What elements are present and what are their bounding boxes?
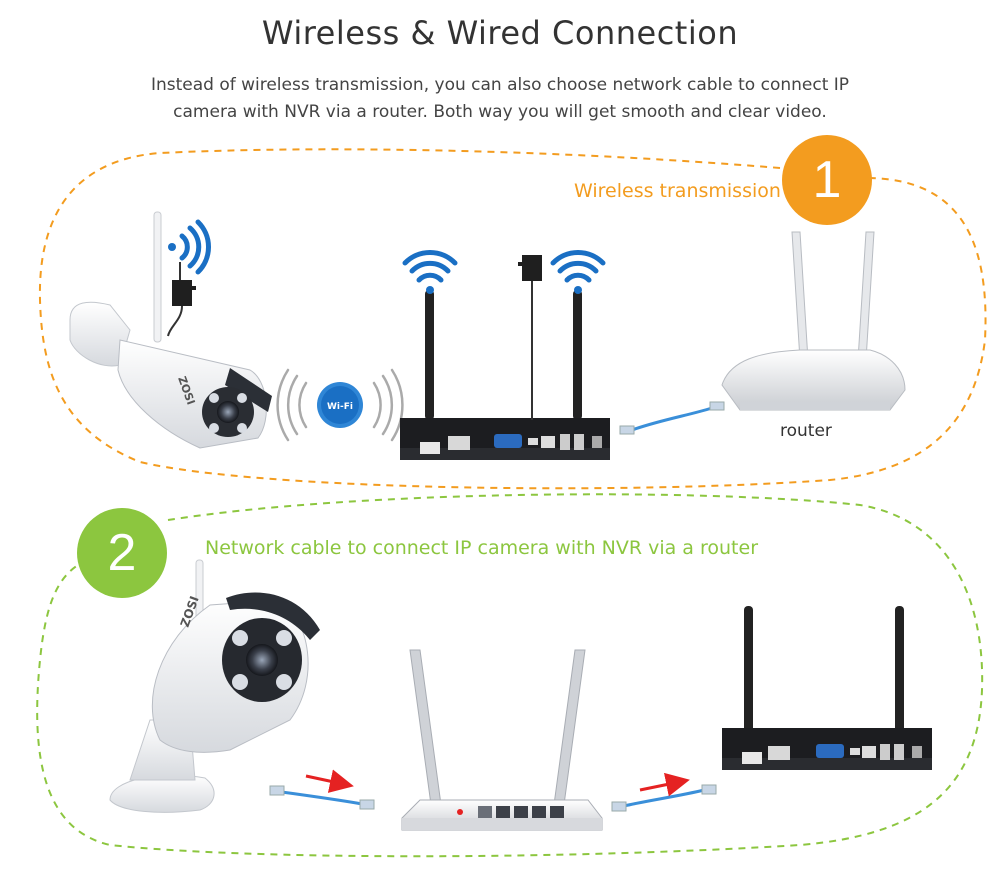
ip-camera-icon: ZOSI [109,559,320,813]
wifi-signal-icon [550,250,606,294]
router-icon [401,649,603,831]
section-2-label: Network cable to connect IP camera with … [205,537,759,559]
section-1-label: Wireless transmission [574,180,781,202]
page-title: Wireless & Wired Connection [261,14,739,52]
section-1-number-badge: 1 [782,135,872,225]
nvr-icon [722,606,932,770]
wifi-badge-label: Wi-Fi [327,402,353,412]
arrow-icon [639,772,690,797]
router-label: router [780,421,832,441]
wifi-waves-icon [276,368,404,442]
section-2-border [36,493,984,858]
section-1-border [38,148,987,490]
power-adapter-icon [518,255,542,420]
page-subtitle: Instead of wireless transmission, you ca… [80,72,920,126]
network-cable-icon [611,784,717,812]
wifi-signal-icon [402,250,458,294]
router-icon [721,231,906,411]
section-2-number-badge: 2 [77,508,167,598]
wifi-badge: Wi-Fi [317,382,363,428]
subtitle-line-2: camera with NVR via a router. Both way y… [173,102,827,122]
power-adapter-icon [167,262,196,337]
network-cable-icon [619,401,725,435]
network-cable-icon [269,785,375,810]
nvr-icon [400,290,610,460]
subtitle-line-1: Instead of wireless transmission, you ca… [150,75,850,95]
arrow-icon [305,769,354,793]
wifi-signal-icon [168,219,211,275]
ip-camera-icon: ZOSI [69,211,272,449]
